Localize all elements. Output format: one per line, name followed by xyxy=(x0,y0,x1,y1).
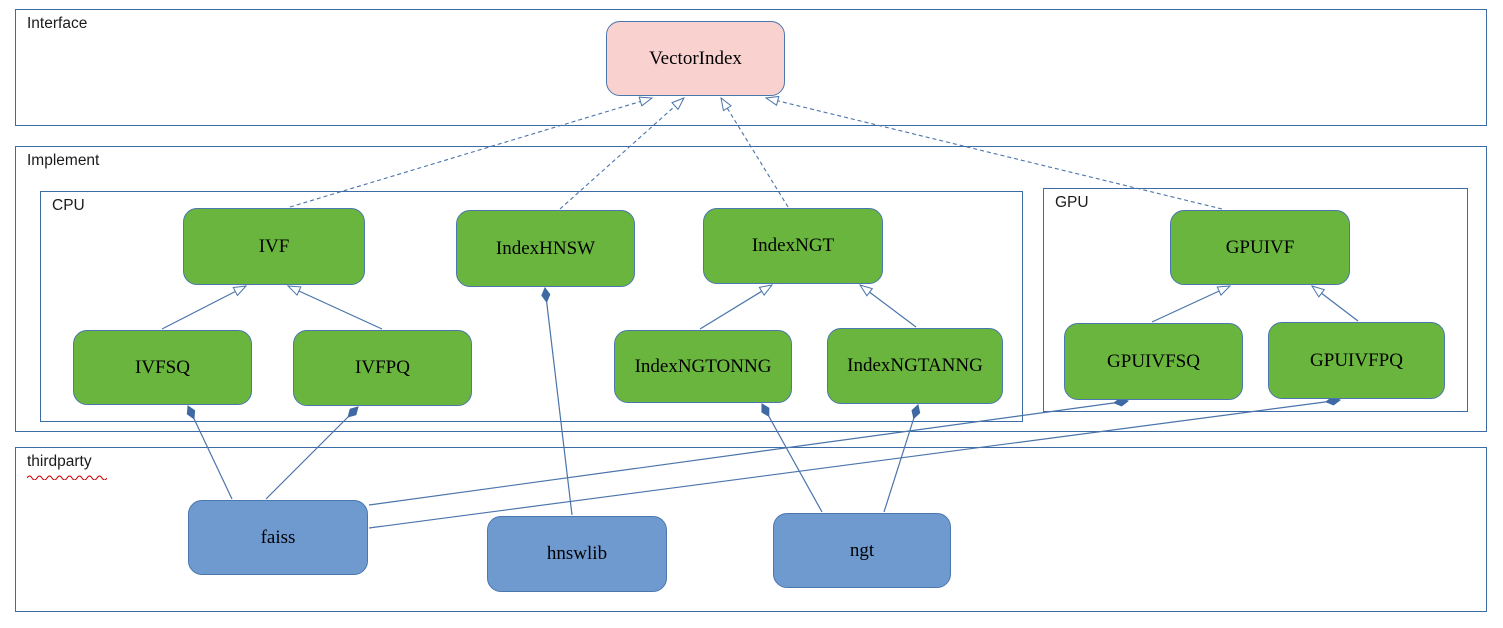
node-ivfpq: IVFPQ xyxy=(293,330,472,406)
node-gpuivfsq: GPUIVFSQ xyxy=(1064,323,1243,400)
node-vectorindex: VectorIndex xyxy=(606,21,785,96)
node-label: VectorIndex xyxy=(649,47,742,69)
node-ngt: ngt xyxy=(773,513,951,588)
node-label: IVFSQ xyxy=(135,356,190,378)
node-label: ngt xyxy=(849,539,875,561)
node-ivf: IVF xyxy=(183,208,365,285)
node-label: GPUIVFSQ xyxy=(1107,350,1200,372)
container-thirdparty-label: thirdparty xyxy=(27,453,92,470)
node-gpuivfpq: GPUIVFPQ xyxy=(1268,322,1445,399)
container-interface-label: Interface xyxy=(27,15,88,32)
node-label: hnswlib xyxy=(546,543,608,564)
node-label: IndexNGTANNG xyxy=(847,355,983,376)
node-label: IndexNGT xyxy=(751,235,835,256)
node-hnswlib: hnswlib xyxy=(487,516,667,592)
node-indexhnsw: IndexHNSW xyxy=(456,210,635,287)
node-indexngtonng: IndexNGTONNG xyxy=(614,330,792,403)
node-label: faiss xyxy=(260,526,296,548)
container-gpu-label: GPU xyxy=(1055,194,1089,211)
node-faiss: faiss xyxy=(188,500,368,575)
node-label: IndexHNSW xyxy=(495,237,596,259)
node-indexngt: IndexNGT xyxy=(703,208,883,284)
node-label: GPUIVFPQ xyxy=(1310,349,1403,371)
node-ivfsq: IVFSQ xyxy=(73,330,252,405)
node-gpuivf: GPUIVF xyxy=(1170,210,1350,285)
container-implement-label: Implement xyxy=(27,152,100,169)
node-label: GPUIVF xyxy=(1225,236,1295,258)
spellcheck-squiggle-underline xyxy=(27,475,107,480)
container-cpu-label: CPU xyxy=(52,197,85,214)
node-label: IndexNGTONNG xyxy=(634,355,772,377)
node-label: IVFPQ xyxy=(355,357,410,378)
node-indexngtanng: IndexNGTANNG xyxy=(827,328,1003,404)
node-label: IVF xyxy=(258,235,290,257)
